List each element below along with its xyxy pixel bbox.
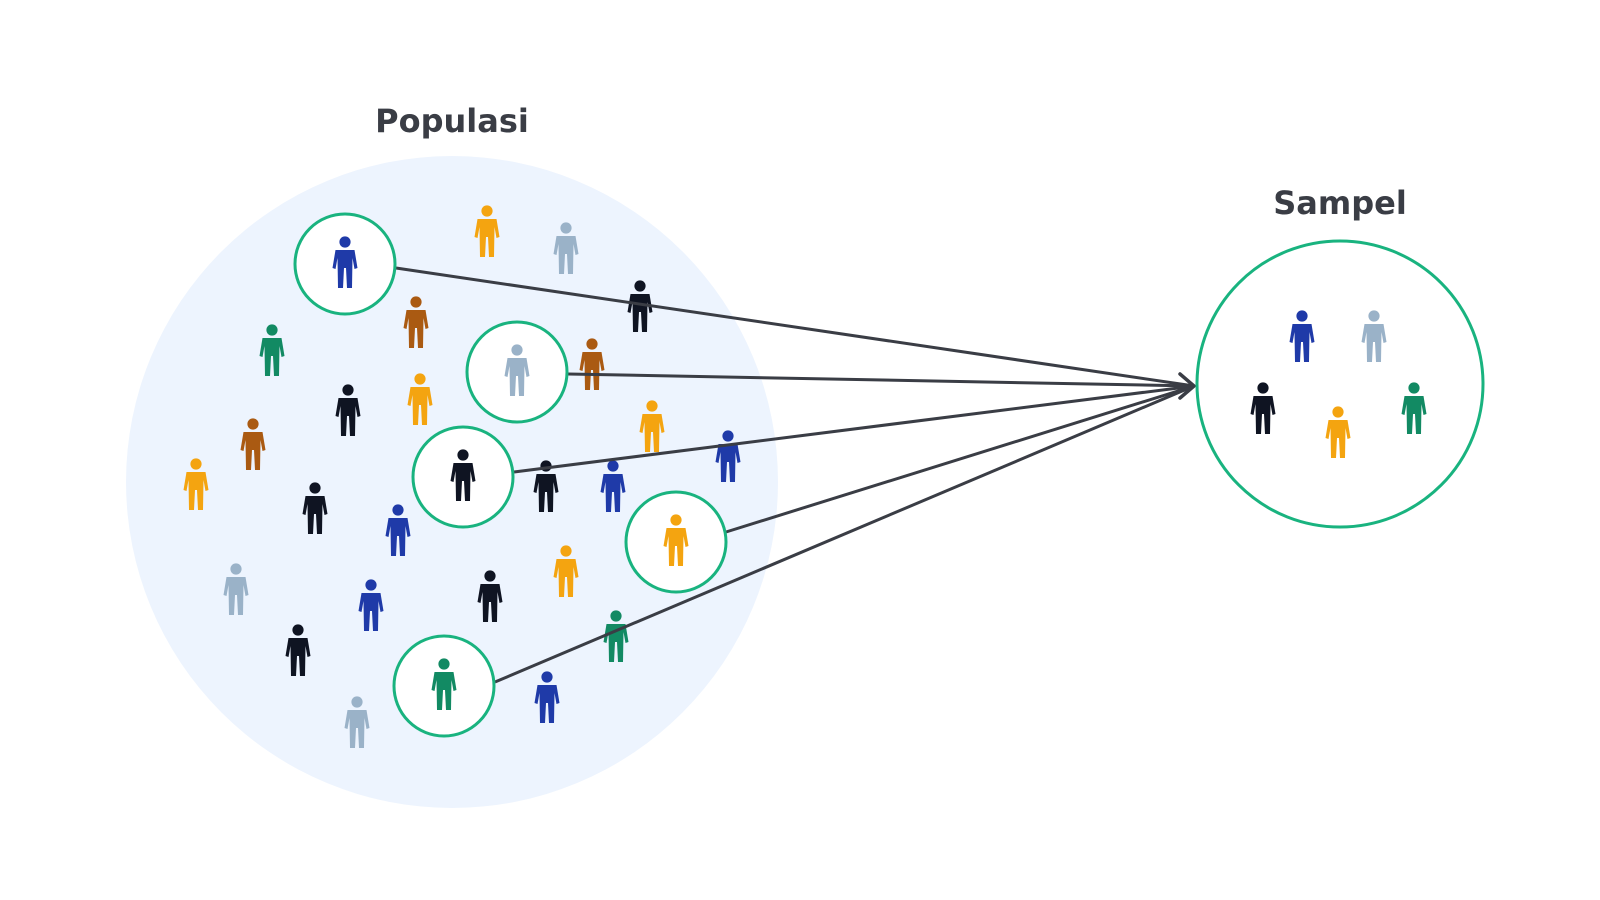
- population-person: [358, 579, 384, 631]
- population-person: [639, 400, 665, 452]
- sample-label: Sampel: [1273, 184, 1407, 222]
- population-person: [534, 671, 560, 723]
- selected-person: [332, 236, 358, 288]
- population-person: [183, 458, 209, 510]
- population-person: [240, 418, 266, 470]
- arrowhead-icon: [1178, 372, 1196, 400]
- population-person: [335, 384, 361, 436]
- population-person: [285, 624, 311, 676]
- population-person: [553, 222, 579, 274]
- sample-circle: [1195, 239, 1485, 529]
- population-person: [344, 696, 370, 748]
- population-person: [579, 338, 605, 390]
- sampling-arrow: [567, 372, 1195, 388]
- sampling-arrow: [395, 266, 1195, 388]
- selected-person: [450, 449, 476, 501]
- selected-person: [431, 658, 457, 710]
- population-person: [403, 296, 429, 348]
- population-person: [302, 482, 328, 534]
- sampling-arrow: [494, 384, 1195, 684]
- sample-person: [1361, 310, 1387, 362]
- population-person: [223, 563, 249, 615]
- population-person: [553, 545, 579, 597]
- sampling-arrow: [513, 384, 1195, 474]
- population-label: Populasi: [375, 102, 529, 140]
- sample-person: [1250, 382, 1276, 434]
- population-person: [474, 205, 500, 257]
- population-person: [385, 504, 411, 556]
- population-person: [600, 460, 626, 512]
- selected-person: [663, 514, 689, 566]
- population-person: [715, 430, 741, 482]
- sampling-arrow: [725, 384, 1195, 534]
- population-person: [477, 570, 503, 622]
- sample-person: [1289, 310, 1315, 362]
- sample-person: [1325, 406, 1351, 458]
- sample-person: [1401, 382, 1427, 434]
- population-person: [259, 324, 285, 376]
- population-person: [407, 373, 433, 425]
- selected-person: [504, 344, 530, 396]
